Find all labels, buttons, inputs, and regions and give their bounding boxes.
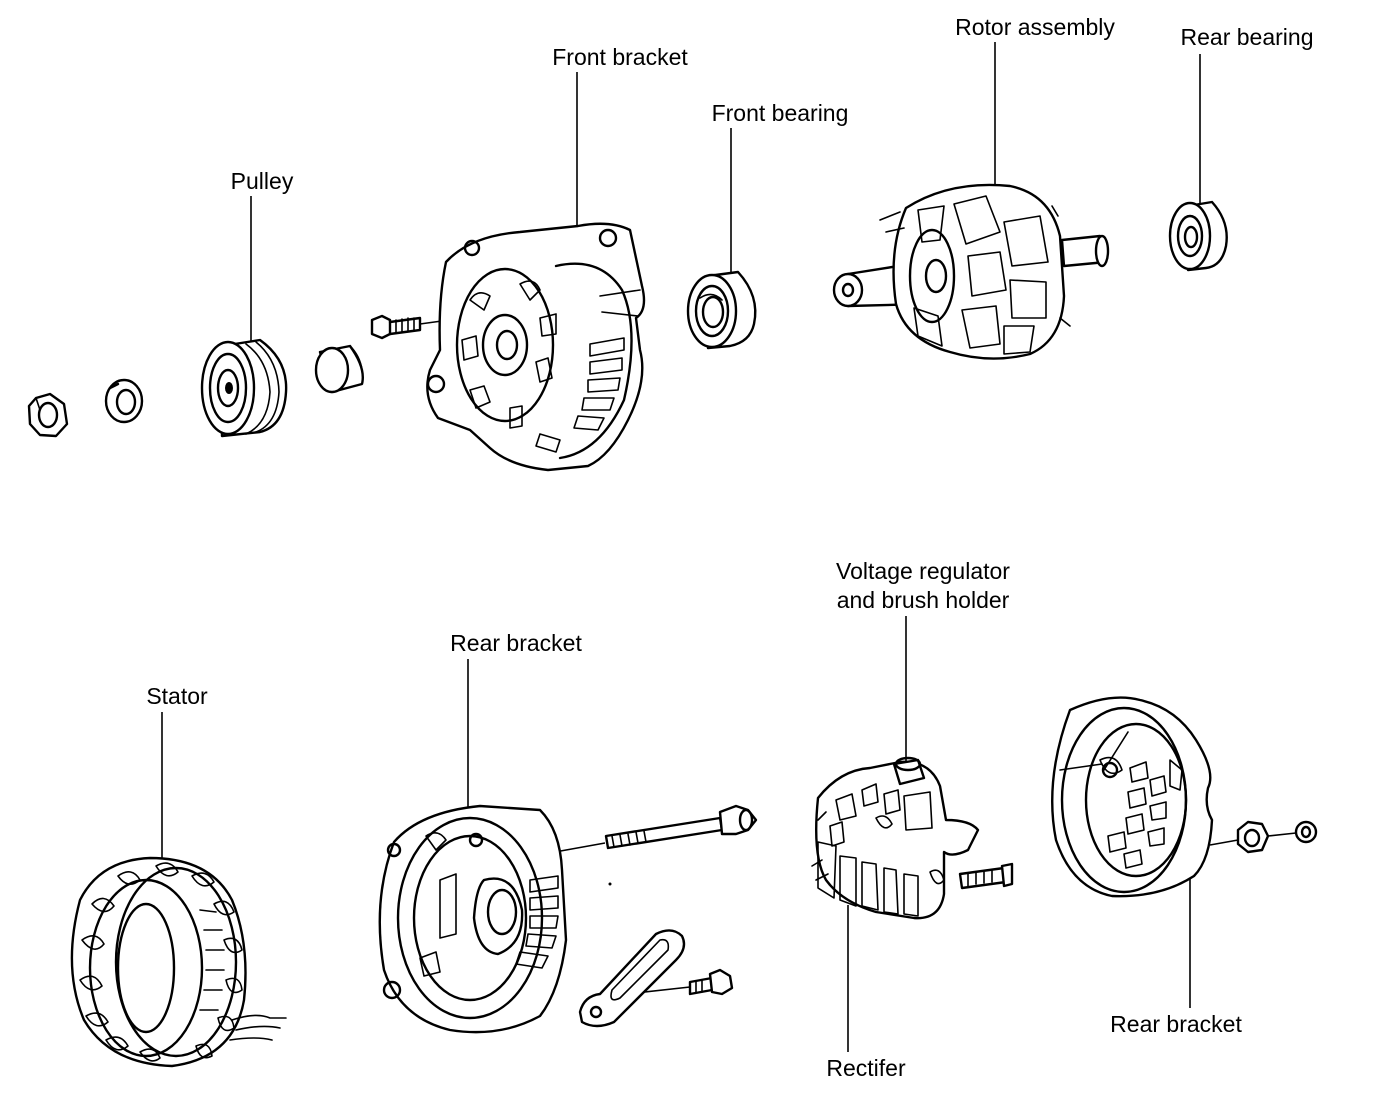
strap-bolt-part [688, 968, 734, 996]
rear-bracket-cover-label: Rear bracket [1110, 1011, 1242, 1037]
front-screw-part [370, 314, 422, 340]
stator-label: Stator [146, 683, 208, 709]
regulator-rectifier-part [811, 756, 1014, 920]
nut-part [27, 392, 69, 438]
voltage-regulator-label-line2: and brush holder [836, 587, 1010, 613]
rotor-assembly-part [832, 183, 1110, 360]
rectifier-label: Rectifer [826, 1055, 906, 1081]
voltage-regulator-label-line1: Voltage regulator [836, 558, 1010, 584]
strap-bracket-part [578, 929, 686, 1028]
pulley-part [200, 338, 288, 438]
terminal-washer-part [1294, 820, 1318, 844]
front-bearing-part [686, 270, 757, 350]
front-bracket-label: Front bracket [552, 44, 688, 70]
spring-washer-part [104, 378, 144, 424]
pulley-label: Pulley [230, 168, 294, 194]
terminal-nut-part [1236, 820, 1270, 854]
rear-bracket-cover-part [1051, 696, 1214, 898]
rear-bearing-part [1168, 200, 1228, 272]
front-bracket-part [426, 222, 646, 472]
rear-bracket-main-part [378, 804, 568, 1034]
rear-bracket-main-label: Rear bracket [450, 630, 582, 656]
stator-part [70, 856, 287, 1068]
rear-bearing-label: Rear bearing [1180, 24, 1314, 50]
spacer-collar-part [314, 344, 364, 394]
leader-lines [161, 42, 1297, 1052]
front-bearing-label: Front bearing [711, 100, 849, 126]
rotor-assembly-label: Rotor assembly [955, 14, 1115, 40]
through-bolt-part [604, 804, 758, 850]
